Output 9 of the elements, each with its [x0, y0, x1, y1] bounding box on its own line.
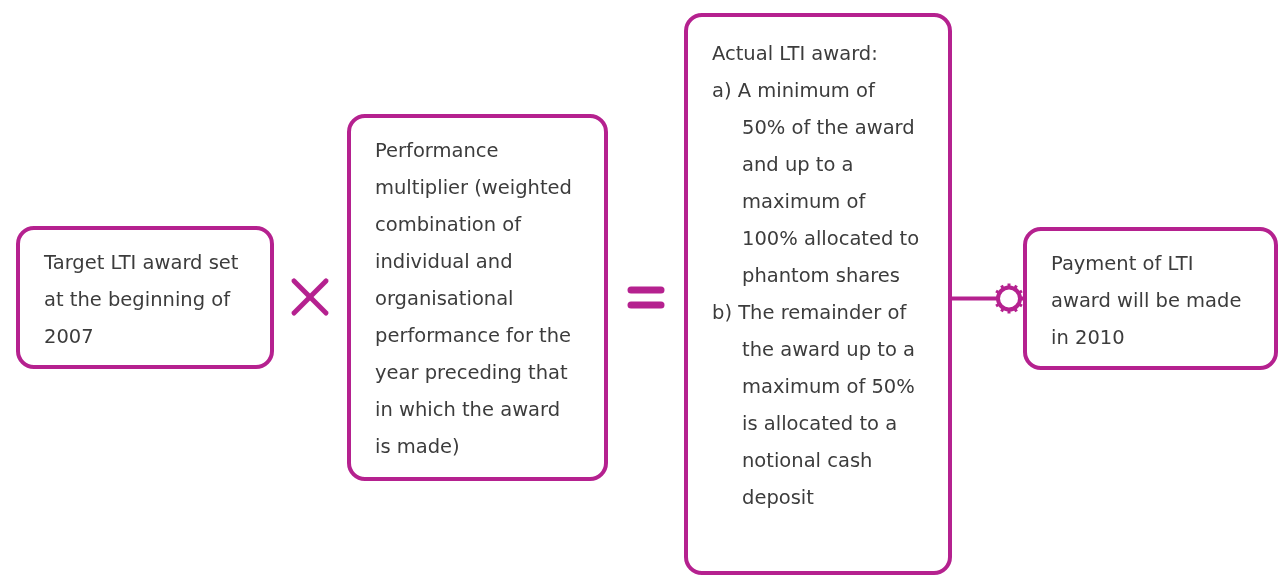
box-text: Performance multiplier (weighted combination of individual and organisational performance for the year preceding that in which the award is made) — [375, 138, 573, 460]
text-box — [347, 114, 608, 481]
box-text: Payment of LTI award will be made in 2010 — [1051, 251, 1243, 351]
box-text: Actual LTI award: — [712, 41, 879, 67]
text-box — [16, 226, 274, 369]
text-box — [1023, 227, 1278, 370]
list-item: b) The remainder of the award up to a maximum of 50% is allocated to a notional cash deposit — [712, 300, 916, 511]
box-text: Target LTI award set at the beginning of 2007 — [44, 250, 240, 350]
text-box — [684, 13, 952, 575]
